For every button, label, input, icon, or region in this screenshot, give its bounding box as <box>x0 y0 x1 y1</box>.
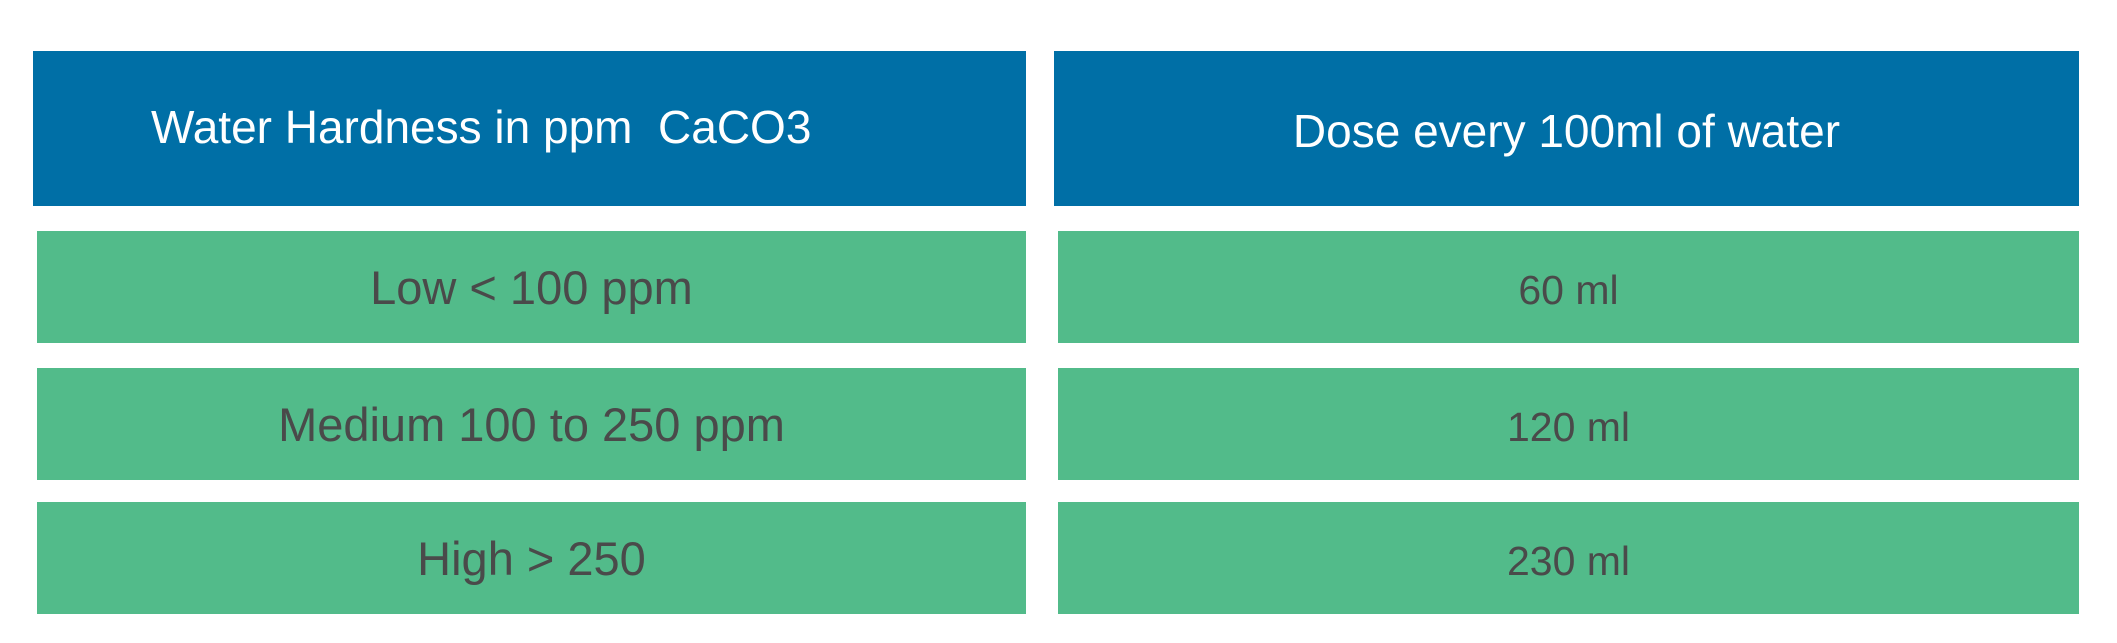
table-cell-hardness-high: High > 250 <box>37 502 1026 614</box>
dose-medium-value: 120 ml <box>1506 403 1631 450</box>
table-cell-hardness-low: Low < 100 ppm <box>37 231 1026 343</box>
header-water-hardness-label: Water Hardness in ppm CaCO3 <box>151 100 812 153</box>
table-cell-hardness-medium: Medium 100 to 250 ppm <box>37 368 1026 480</box>
hardness-high-label: High > 250 <box>417 531 646 585</box>
table-cell-dose-medium: 120 ml <box>1058 368 2079 480</box>
table-cell-dose-high: 230 ml <box>1058 502 2079 614</box>
dose-low-value: 60 ml <box>1518 266 1619 313</box>
header-water-hardness: Water Hardness in ppm CaCO3 <box>33 51 1026 206</box>
hardness-medium-label: Medium 100 to 250 ppm <box>278 397 785 451</box>
header-dose: Dose every 100ml of water <box>1054 51 2079 206</box>
header-dose-label: Dose every 100ml of water <box>1292 104 1841 157</box>
hardness-low-label: Low < 100 ppm <box>370 260 693 314</box>
dose-high-value: 230 ml <box>1506 537 1631 584</box>
table-cell-dose-low: 60 ml <box>1058 231 2079 343</box>
